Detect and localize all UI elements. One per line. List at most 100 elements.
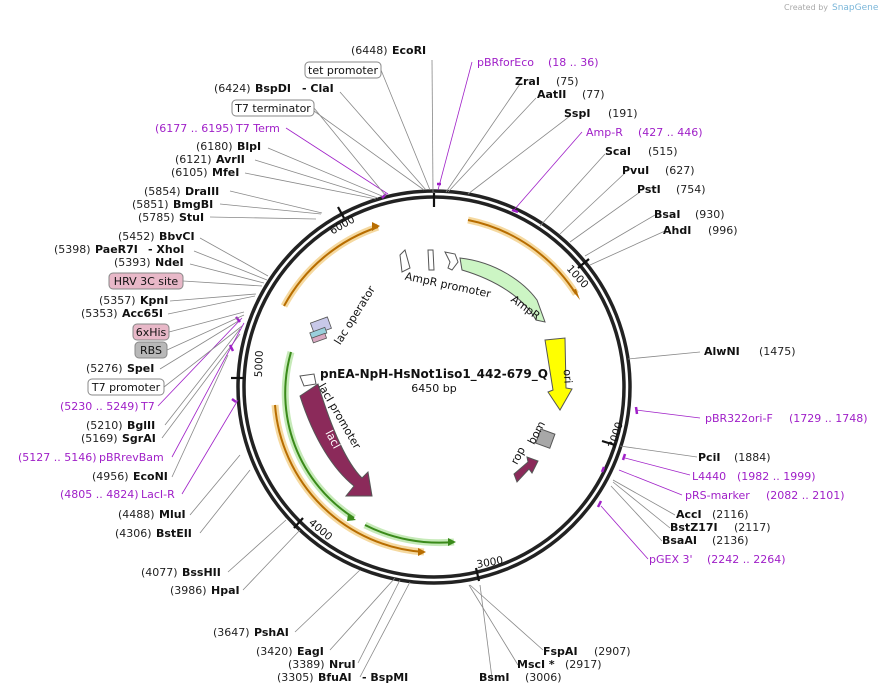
enzyme-bsteii[interactable]: BstEII [156,527,192,540]
ori-feature-arrow[interactable] [544,337,573,411]
svg-text:(515): (515) [648,145,678,158]
enzyme-zrai[interactable]: ZraI [515,75,540,88]
enzyme-bsai[interactable]: BsaI [654,208,680,221]
enzyme-sspi[interactable]: SspI [564,107,590,120]
svg-text:(3647): (3647) [213,626,250,639]
enzyme-stui[interactable]: StuI [179,211,204,224]
right-enzyme-labels: ZraI (75) AatII (77) SspI (191) ScaI (51… [479,75,796,684]
svg-text:(2136): (2136) [712,534,749,547]
enzyme-bmgbi[interactable]: BmgBI [173,198,213,211]
rop-label: rop [508,445,528,467]
primer-amp-r[interactable]: Amp-R [586,126,623,139]
enzyme-pvui[interactable]: PvuI [622,164,649,177]
enzyme-econi[interactable]: EcoNI [133,470,168,483]
svg-text:(996): (996) [708,224,738,237]
svg-text:tet promoter: tet promoter [308,64,378,77]
ampr-orf-arrow [467,219,577,295]
enzyme-scai[interactable]: ScaI [605,145,631,158]
rop-feature-arrow[interactable] [513,456,539,483]
enzyme-fspai[interactable]: FspAI [543,645,578,658]
svg-text:(5357): (5357) [99,294,136,307]
boxed-feature-labels: tet promoter T7 terminator HRV 3C site 6… [87,61,382,396]
enzyme-mlui[interactable]: MluI [159,508,186,521]
svg-text:(2117): (2117) [734,521,771,534]
primer-prs-marker[interactable]: pRS-marker [685,489,750,502]
primer-pbr322ori-f[interactable]: pBR322ori-F [705,412,773,425]
enzyme-aatii[interactable]: AatII [537,88,566,101]
enzyme-spei[interactable]: SpeI [127,362,154,375]
enzyme-blpi[interactable]: BlpI [237,140,261,153]
svg-text:- XhoI: - XhoI [148,243,184,256]
svg-text:- BspMI: - BspMI [362,671,408,684]
svg-text:(5398): (5398) [54,243,91,256]
enzyme-mfei[interactable]: MfeI [212,166,239,179]
enzyme-hpai[interactable]: HpaI [211,584,240,597]
ori-label: ori [561,369,575,384]
enzyme-psti[interactable]: PstI [637,183,661,196]
enzyme-draiii[interactable]: DraIII [185,185,219,198]
enzyme-acc65i[interactable]: Acc65I [122,307,163,320]
enzyme-bsaai[interactable]: BsaAI [662,534,697,547]
left-enzyme-labels: (6448) EcoRI (6424) BspDI - ClaI (6180) … [54,44,426,684]
plasmid-size: 6450 bp [411,382,456,395]
svg-text:(5210): (5210) [86,419,123,432]
enzyme-bglii[interactable]: BglII [127,419,155,432]
enzyme-ahdi[interactable]: AhdI [663,224,691,237]
right-leader-lines [445,83,701,679]
enzyme-bsmi[interactable]: BsmI [479,671,510,684]
enzyme-pcii[interactable]: PciI [698,451,720,464]
enzyme-bspdi[interactable]: BspDI [255,82,291,95]
primer-t7[interactable]: T7 [140,400,155,413]
primer-pbrforeco[interactable]: pBRforEco [477,56,534,69]
snapgene-logo: SnapGene [832,3,879,13]
svg-text:(2116): (2116) [712,508,749,521]
svg-text:T7 promoter: T7 promoter [91,381,161,394]
enzyme-pshai[interactable]: PshAI [254,626,289,639]
enzyme-acci[interactable]: AccI [676,508,702,521]
enzyme-eagi[interactable]: EagI [297,645,324,658]
enzyme-alwni[interactable]: AlwNI [704,345,740,358]
svg-text:(2242 .. 2264): (2242 .. 2264) [707,553,786,566]
enzyme-paer7i[interactable]: PaeR7I [95,243,138,256]
enzyme-bstz17i[interactable]: BstZ17I [670,521,718,534]
svg-text:(3305): (3305) [277,671,314,684]
svg-text:(5393): (5393) [114,256,151,269]
enzyme-kpni[interactable]: KpnI [140,294,168,307]
laci-feature-arrow[interactable] [299,383,373,497]
enzyme-nrui[interactable]: NruI [329,658,356,671]
primer-pgex3[interactable]: pGEX 3' [649,553,693,566]
svg-text:(4488): (4488) [118,508,155,521]
laci-promoter-arrow[interactable] [299,373,317,387]
left-primer-labels: (6177 .. 6195) T7 Term (5230 .. 5249) T7… [18,122,280,501]
enzyme-avrii[interactable]: AvrII [216,153,245,166]
position-ticks [231,193,616,582]
enzyme-ndei[interactable]: NdeI [155,256,184,269]
enzyme-sgrai[interactable]: SgrAI [122,432,156,445]
small-feature-marker [427,249,435,271]
bom-feature-box[interactable] [535,428,556,449]
primer-laci-r[interactable]: LacI-R [141,488,175,501]
primer-l4440[interactable]: L4440 [692,470,726,483]
right-primer-lines [437,61,701,560]
ampr-orf-glow [467,216,579,296]
svg-text:(2917): (2917) [565,658,602,671]
lac-operator-label: lac operator [332,283,379,347]
svg-text:(18 .. 36): (18 .. 36) [548,56,599,69]
primer-pbrrevbam[interactable]: pBRrevBam [99,451,164,464]
enzyme-bbvci[interactable]: BbvCI [159,230,195,243]
ampr-feature-arrow[interactable] [459,257,546,323]
svg-text:(5127 .. 5146): (5127 .. 5146) [18,451,97,464]
enzyme-bsshii[interactable]: BssHII [182,566,221,579]
svg-text:(191): (191) [608,107,638,120]
primer-t7-term[interactable]: T7 Term [235,122,280,135]
plasmid-name: pnEA-NpH-HsNot1iso1_442-679_Q [320,367,548,382]
enzyme-msci[interactable]: MscI * [517,658,555,671]
enzyme-ecori[interactable]: EcoRI [392,44,426,57]
svg-text:(6121): (6121) [175,153,212,166]
tet-feature-marker [399,249,411,273]
outer-orf-arrow [274,404,425,553]
enzyme-bfuai[interactable]: BfuAI [318,671,352,684]
tick-label-5000: 5000 [253,350,266,377]
ampr-promoter-arrow[interactable] [444,251,459,271]
svg-text:(77): (77) [582,88,605,101]
